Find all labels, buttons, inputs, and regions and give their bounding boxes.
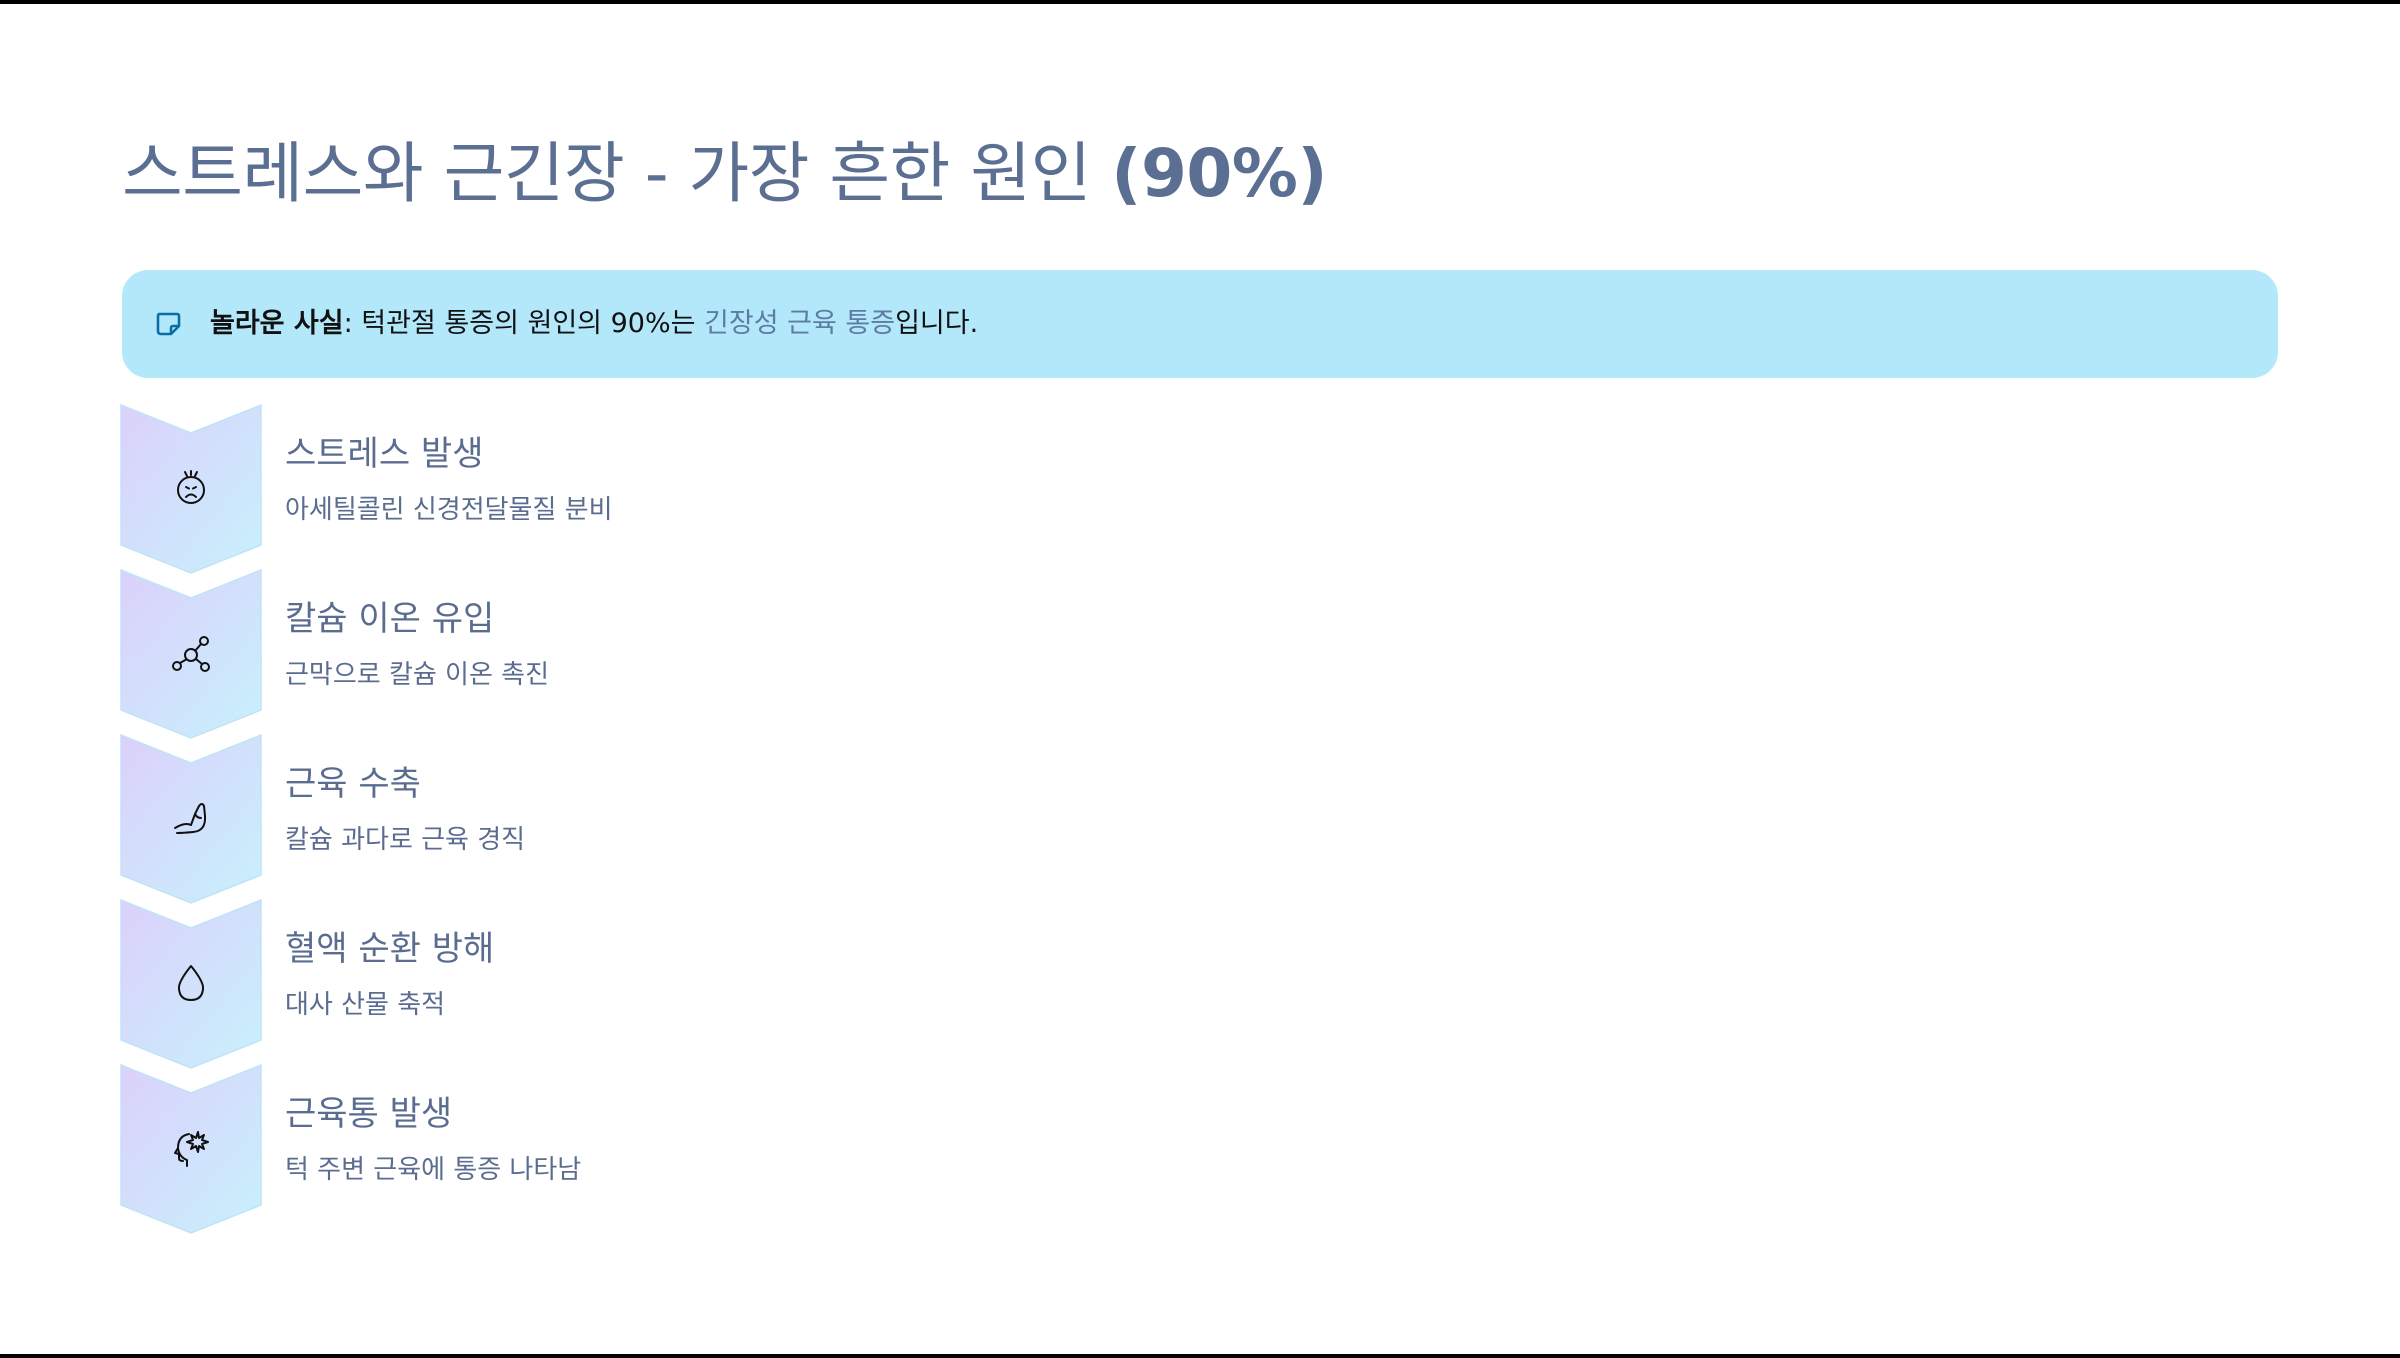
callout-text-before: : 턱관절 통증의 원인의 90%는 [343, 308, 705, 339]
head-pain-icon [174, 1131, 209, 1167]
step-chevron [120, 569, 262, 739]
step-circulation: 혈액 순환 방해 대사 산물 축적 [120, 899, 1520, 1069]
stressed-face-icon [177, 470, 205, 504]
callout-text-after: 입니다. [895, 308, 979, 339]
step-chevron [120, 1064, 262, 1234]
page-title: 스트레스와 근긴장 - 가장 흔한 원인 (90%) [122, 132, 1328, 216]
step-title: 칼슘 이온 유입 [285, 599, 495, 639]
callout-text: 놀라운 사실: 턱관절 통증의 원인의 90%는 긴장성 근육 통증입니다. [210, 304, 978, 344]
sticky-note-icon [156, 312, 181, 336]
title-percentage: (90%) [1111, 135, 1328, 212]
step-title: 스트레스 발생 [285, 434, 484, 474]
step-contraction: 근육 수축 칼슘 과다로 근육 경직 [120, 734, 1520, 904]
step-title: 혈액 순환 방해 [285, 929, 495, 969]
fact-callout: 놀라운 사실: 턱관절 통증의 원인의 90%는 긴장성 근육 통증입니다. [122, 270, 2278, 378]
step-description: 대사 산물 축적 [285, 990, 446, 1020]
step-stress: 스트레스 발생 아세틸콜린 신경전달물질 분비 [120, 404, 1520, 574]
step-description: 아세틸콜린 신경전달물질 분비 [285, 495, 613, 525]
step-calcium: 칼슘 이온 유입 근막으로 칼슘 이온 촉진 [120, 569, 1520, 739]
step-description: 칼슘 과다로 근육 경직 [285, 825, 526, 855]
step-chevron [120, 404, 262, 574]
step-title: 근육통 발생 [285, 1094, 453, 1134]
step-myalgia: 근육통 발생 턱 주변 근육에 통증 나타남 [120, 1064, 1520, 1234]
step-description: 턱 주변 근육에 통증 나타남 [285, 1155, 582, 1185]
step-chevron [120, 899, 262, 1069]
title-main: 스트레스와 근긴장 - 가장 흔한 원인 [122, 135, 1112, 212]
callout-highlight: 긴장성 근육 통증 [704, 308, 896, 339]
step-description: 근막으로 칼슘 이온 촉진 [285, 660, 549, 690]
callout-bold: 놀라운 사실 [210, 308, 344, 339]
droplet-icon [177, 965, 205, 1001]
step-title: 근육 수축 [285, 764, 421, 804]
step-chevron [120, 734, 262, 904]
molecule-icon [172, 636, 210, 672]
flexed-arm-icon [174, 803, 207, 834]
